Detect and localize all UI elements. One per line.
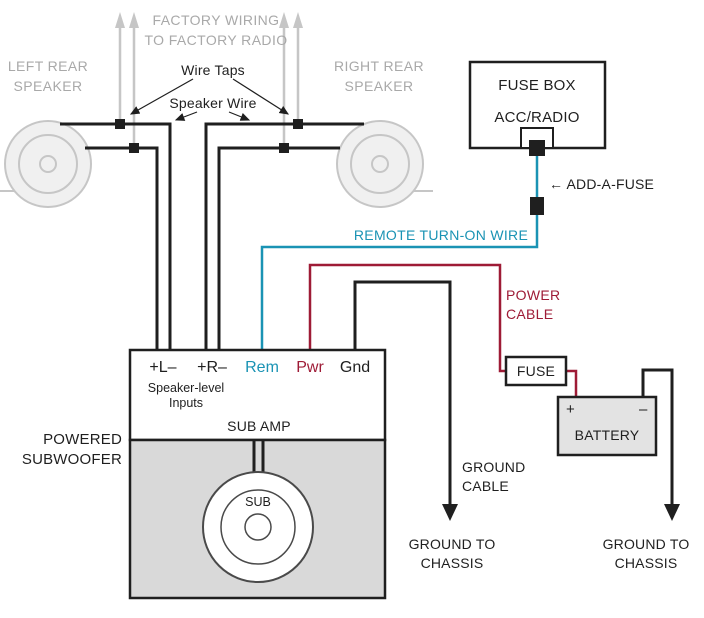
remote-turn-on-label: REMOTE TURN-ON WIRE [354, 227, 528, 243]
battery-label: BATTERY [575, 427, 640, 443]
left-rear-speaker-icon [0, 120, 92, 208]
battery-minus-terminal: – [639, 401, 648, 418]
battery-ground-wire [641, 368, 674, 506]
speaker-wire-pointer-arrow [174, 111, 198, 121]
ground-to-chassis-label: CHASSIS [615, 555, 678, 571]
sub-label: SUB [245, 495, 271, 509]
factory-wiring-up-arrows [115, 12, 303, 148]
power-cable-label: POWER [506, 287, 560, 303]
down-arrow-icon [664, 504, 680, 521]
speaker-cone-ring [350, 134, 410, 194]
left-speaker-label: LEFT REAR [8, 58, 88, 74]
right-speaker-wire-top [204, 122, 364, 350]
ground-to-chassis-label: GROUND TO [409, 536, 496, 552]
sub-cone-center [244, 513, 272, 541]
amp-terminal-pwr: Pwr [296, 359, 324, 376]
ground-cable-label: CABLE [462, 478, 509, 494]
factory-wiring-label: TO FACTORY RADIO [144, 32, 287, 48]
power-cable-wire [308, 263, 578, 397]
ground-to-chassis-label: CHASSIS [421, 555, 484, 571]
right-rear-speaker-icon [336, 120, 433, 208]
speaker-wire-label: Speaker Wire [169, 95, 256, 111]
wire-taps-pointer-arrow [129, 78, 194, 115]
down-arrow-icon [442, 504, 458, 521]
acc-fuse-icon [529, 140, 545, 156]
speaker-cone-ring [18, 134, 78, 194]
ground-cable-wire [353, 280, 452, 506]
sub-cone-ring [220, 489, 296, 565]
amp-terminal-gnd: Gnd [340, 359, 370, 376]
wire-taps-label: Wire Taps [181, 62, 245, 78]
add-a-fuse-label: ← ADD-A-FUSE [549, 176, 654, 192]
left-speaker-label: SPEAKER [14, 78, 83, 94]
wire-tap [293, 119, 303, 129]
amp-terminal-right: +R– [197, 359, 227, 376]
inline-fuse: FUSE [504, 355, 568, 387]
speaker-cone-outer [336, 120, 424, 208]
power-cable-label: CABLE [506, 306, 553, 322]
speaker-level-inputs-label: Speaker-level [148, 381, 224, 395]
amp-terminal-left: +L– [149, 359, 176, 376]
battery-outline [556, 395, 658, 457]
battery: + – BATTERY [556, 395, 658, 457]
speaker-level-inputs-label: Inputs [169, 396, 203, 410]
acc-radio-label: ACC/RADIO [494, 109, 579, 126]
powered-subwoofer-box: SUB [128, 438, 387, 600]
up-arrow-icon [129, 12, 139, 28]
powered-subwoofer-label: SUBWOOFER [22, 451, 122, 468]
sub-cone-outer [202, 471, 314, 583]
wire-tap [279, 143, 289, 153]
speaker-wire-pointer-arrow [228, 111, 251, 121]
right-speaker-label: SPEAKER [345, 78, 414, 94]
left-speaker-wire-bottom [85, 146, 159, 350]
left-speaker-wire-top [60, 122, 172, 350]
wire-taps-pointer-arrow [232, 78, 290, 115]
inline-fuse-outline [504, 355, 568, 387]
sub-amp: +L– +R– Rem Pwr Gnd Speaker-level Inputs… [128, 348, 387, 442]
powered-subwoofer-label: POWERED [43, 431, 122, 448]
up-arrow-icon [293, 12, 303, 28]
ground-to-chassis-label: GROUND TO [603, 536, 690, 552]
right-speaker-wire-bottom [217, 146, 340, 350]
fuse-box: FUSE BOX ACC/RADIO [468, 60, 607, 156]
fuse-box-label: FUSE BOX [498, 77, 575, 94]
speaker-cone-center [371, 155, 389, 173]
up-arrow-icon [279, 12, 289, 28]
wire-tap [115, 119, 125, 129]
inline-fuse-label: FUSE [517, 363, 555, 379]
speaker-cone-center [39, 155, 57, 173]
sub-amp-label: SUB AMP [227, 418, 291, 434]
speaker-cone-outer [4, 120, 92, 208]
ground-cable-label: GROUND [462, 459, 525, 475]
up-arrow-icon [115, 12, 125, 28]
add-a-fuse-holder-icon [530, 197, 544, 215]
wire-tap [129, 143, 139, 153]
amp-terminal-rem: Rem [245, 359, 279, 376]
factory-wiring-label: FACTORY WIRING [153, 12, 280, 28]
right-speaker-label: RIGHT REAR [334, 58, 424, 74]
battery-plus-terminal: + [566, 401, 575, 418]
